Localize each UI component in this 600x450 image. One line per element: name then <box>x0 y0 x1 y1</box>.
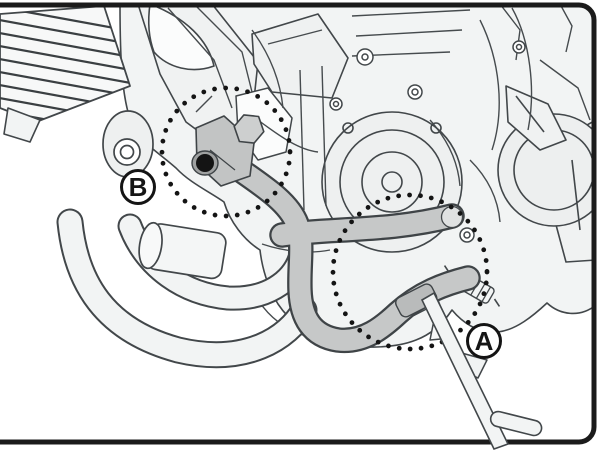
mounting-bracket <box>191 114 265 187</box>
right-engine-cover <box>497 85 596 263</box>
bracket-bolt <box>196 154 214 172</box>
frame-gusset <box>148 3 215 71</box>
exhaust-collector <box>138 221 227 280</box>
callout-b: B <box>120 169 156 205</box>
side-stand <box>420 291 543 450</box>
hex-nut <box>233 114 265 144</box>
dotted-circle-a <box>330 192 490 352</box>
crash-bar <box>213 147 481 354</box>
radiator <box>0 5 131 143</box>
callout-b-label: B <box>129 172 148 202</box>
bolt-heads <box>329 40 526 243</box>
callout-a-label: A <box>475 326 494 356</box>
bar-clamp-sleeve <box>395 283 438 318</box>
bar-end-cap <box>440 205 464 229</box>
callout-a: A <box>466 323 502 359</box>
dotted-circle-b <box>159 85 293 219</box>
front-engine-mount <box>102 110 154 178</box>
frame-border <box>0 2 597 445</box>
